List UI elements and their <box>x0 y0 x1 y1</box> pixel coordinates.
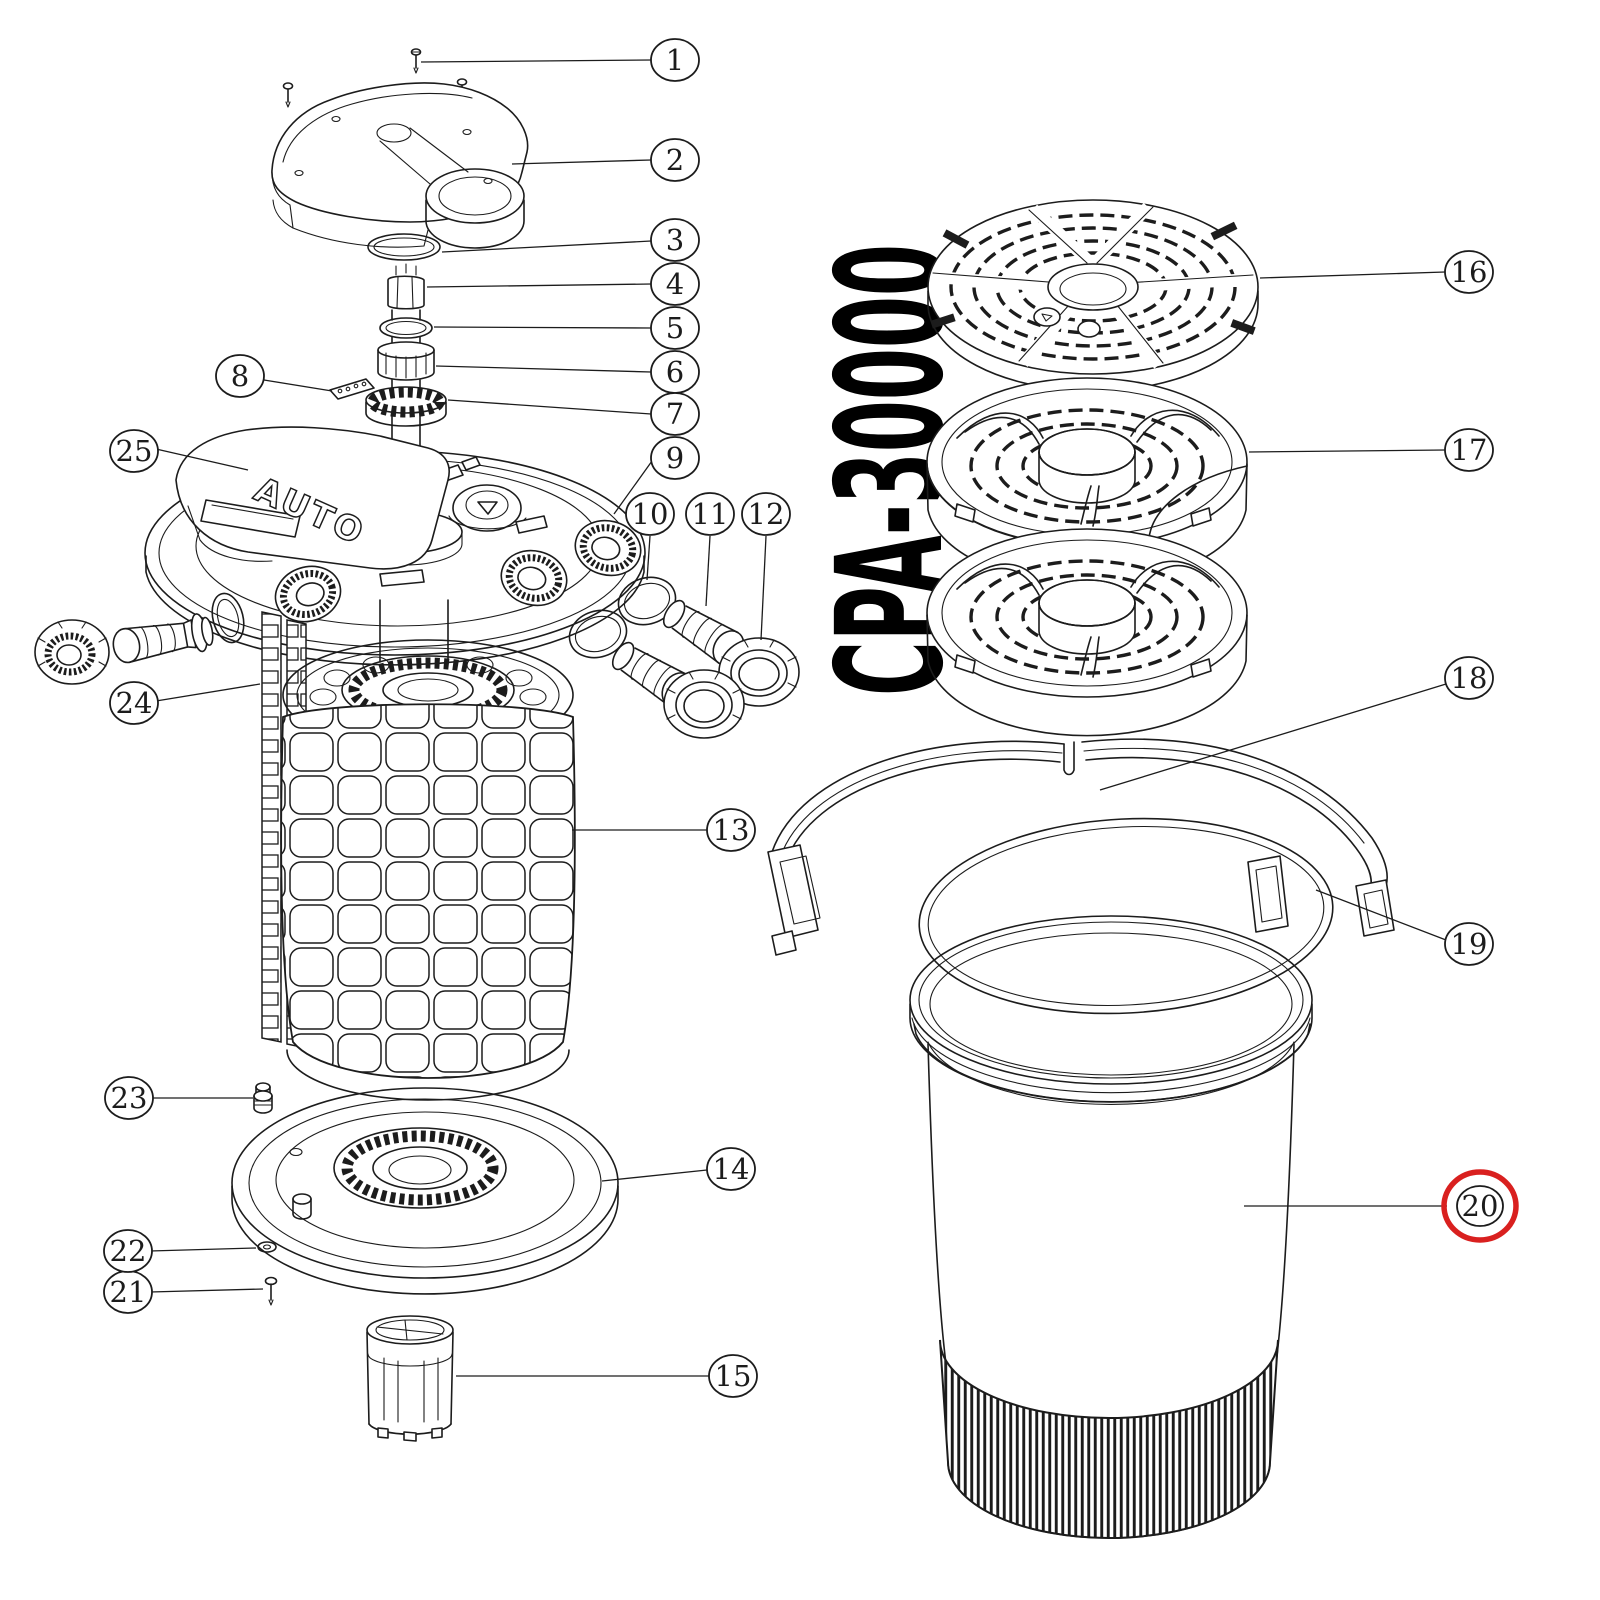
callout-9[interactable]: 9 <box>613 436 700 515</box>
tube-collar-nut <box>377 341 435 381</box>
callout-15[interactable]: 15 <box>456 1354 758 1398</box>
left-union-nut <box>34 619 110 685</box>
tray-hub <box>1038 579 1136 655</box>
callout-14[interactable]: 14 <box>601 1147 756 1191</box>
lid-port-right-1 <box>500 549 568 607</box>
callout-10[interactable]: 10 <box>625 492 675 581</box>
toothed-lock-ring <box>365 386 447 427</box>
svg-text:23: 23 <box>111 1081 148 1115</box>
callouts: 1 2 3 4 5 6 7 8 9 10 11 12 13 14 15 16 1… <box>103 38 1519 1398</box>
callout-23[interactable]: 23 <box>104 1076 253 1120</box>
bottom-plate <box>231 1087 619 1295</box>
svg-text:7: 7 <box>666 397 684 431</box>
svg-text:14: 14 <box>713 1152 750 1186</box>
washer <box>257 1241 277 1253</box>
svg-text:16: 16 <box>1451 255 1488 289</box>
svg-text:3: 3 <box>666 223 684 257</box>
union-nut <box>663 669 745 739</box>
svg-text:6: 6 <box>666 355 684 389</box>
clamp-buckle-right <box>1247 855 1395 937</box>
screw-icon <box>264 1276 278 1306</box>
svg-text:22: 22 <box>110 1234 147 1268</box>
svg-text:17: 17 <box>1451 433 1488 467</box>
tube-o-ring <box>379 317 433 339</box>
svg-text:1: 1 <box>666 43 684 77</box>
callout-16[interactable]: 16 <box>1259 250 1494 294</box>
foam-cartridge <box>280 599 576 1101</box>
svg-text:4: 4 <box>666 267 684 301</box>
svg-text:19: 19 <box>1451 927 1488 961</box>
callout-3[interactable]: 3 <box>441 218 700 262</box>
callout-24[interactable]: 24 <box>109 681 261 725</box>
svg-text:5: 5 <box>666 311 684 345</box>
screw-icon <box>282 82 294 108</box>
union-nut <box>718 637 800 707</box>
callout-13[interactable]: 13 <box>572 808 756 852</box>
callout-20-highlighted[interactable]: 20 <box>1244 1169 1519 1243</box>
svg-text:12: 12 <box>748 497 785 531</box>
svg-text:15: 15 <box>715 1359 752 1393</box>
label-plate <box>329 378 375 400</box>
media-tray-2 <box>926 528 1248 737</box>
plate-stub <box>292 1193 312 1220</box>
lid-port-right-2 <box>574 519 642 577</box>
callout-7[interactable]: 7 <box>447 392 700 436</box>
callout-17[interactable]: 17 <box>1248 428 1494 472</box>
callout-11[interactable]: 11 <box>685 492 735 607</box>
tube-top-connector <box>387 275 425 310</box>
highlight-ring-icon <box>1441 1169 1519 1243</box>
callout-1[interactable]: 1 <box>420 38 700 82</box>
tray-hub <box>1038 428 1136 504</box>
callout-4[interactable]: 4 <box>426 262 700 306</box>
auto-cover: AUTO <box>175 426 450 570</box>
callout-8[interactable]: 8 <box>215 354 333 398</box>
tank-bucket <box>909 915 1313 1539</box>
callout-22[interactable]: 22 <box>103 1229 257 1273</box>
cover-o-ring <box>367 233 441 261</box>
svg-text:9: 9 <box>666 441 684 475</box>
left-port-o-ring <box>211 592 245 644</box>
svg-text:21: 21 <box>110 1275 147 1309</box>
callout-25[interactable]: 25 <box>109 429 249 473</box>
callout-19[interactable]: 19 <box>1315 889 1494 966</box>
svg-text:11: 11 <box>692 497 729 531</box>
svg-text:8: 8 <box>231 359 249 393</box>
svg-text:20: 20 <box>1462 1189 1499 1223</box>
callout-18[interactable]: 18 <box>1099 656 1494 791</box>
grid-plate <box>927 199 1259 392</box>
top-cover <box>271 82 529 249</box>
port-label <box>515 515 548 534</box>
callout-12[interactable]: 12 <box>741 492 791 641</box>
tank-o-ring <box>918 817 1334 1015</box>
svg-text:2: 2 <box>666 143 684 177</box>
drain-plug <box>253 1082 273 1114</box>
svg-text:24: 24 <box>116 686 153 720</box>
svg-text:13: 13 <box>713 813 750 847</box>
clamp-buckle-left <box>767 844 821 956</box>
clamp-ring <box>767 738 1395 956</box>
pressure-knob <box>448 484 527 532</box>
filter-lid: AUTO <box>144 426 646 666</box>
screw-icon <box>410 48 422 74</box>
svg-text:25: 25 <box>116 434 153 468</box>
port-label <box>379 569 425 587</box>
svg-text:10: 10 <box>632 497 669 531</box>
bottom-adapter <box>366 1315 454 1442</box>
port-o-ring <box>617 576 677 626</box>
callout-2[interactable]: 2 <box>511 138 700 182</box>
svg-text:18: 18 <box>1451 661 1488 695</box>
callout-5[interactable]: 5 <box>433 306 700 350</box>
left-hose-tail <box>112 613 214 664</box>
lid-port-left <box>274 565 342 623</box>
callout-21[interactable]: 21 <box>103 1270 264 1314</box>
port-o-ring <box>568 609 628 659</box>
